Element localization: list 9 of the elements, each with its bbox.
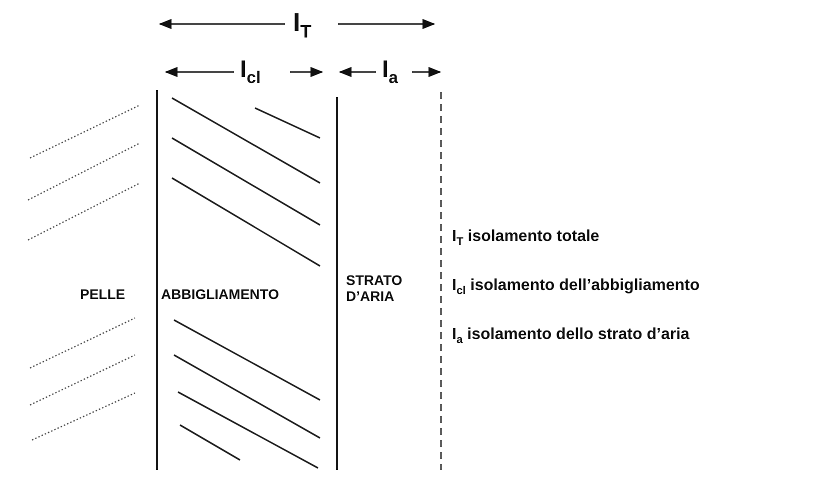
region-label: ABBIGLIAMENTO <box>161 286 279 302</box>
legend-text: I$_{a}$ isolamento dello strato d’aria <box>452 326 690 344</box>
dimension-label: I$_{cl}$ <box>240 56 261 84</box>
region-label: STRATO D’ARIA <box>346 272 404 304</box>
dimension-label: I$_{T}$ <box>293 8 312 38</box>
dimension-label: I$_{a}$ <box>382 56 398 84</box>
legend-text: I$_{cl}$ isolamento dell’abbigliamento <box>452 277 700 296</box>
region-label: PELLE <box>80 286 126 302</box>
legend-text: I$_{T}$ isolamento totale <box>452 228 600 246</box>
